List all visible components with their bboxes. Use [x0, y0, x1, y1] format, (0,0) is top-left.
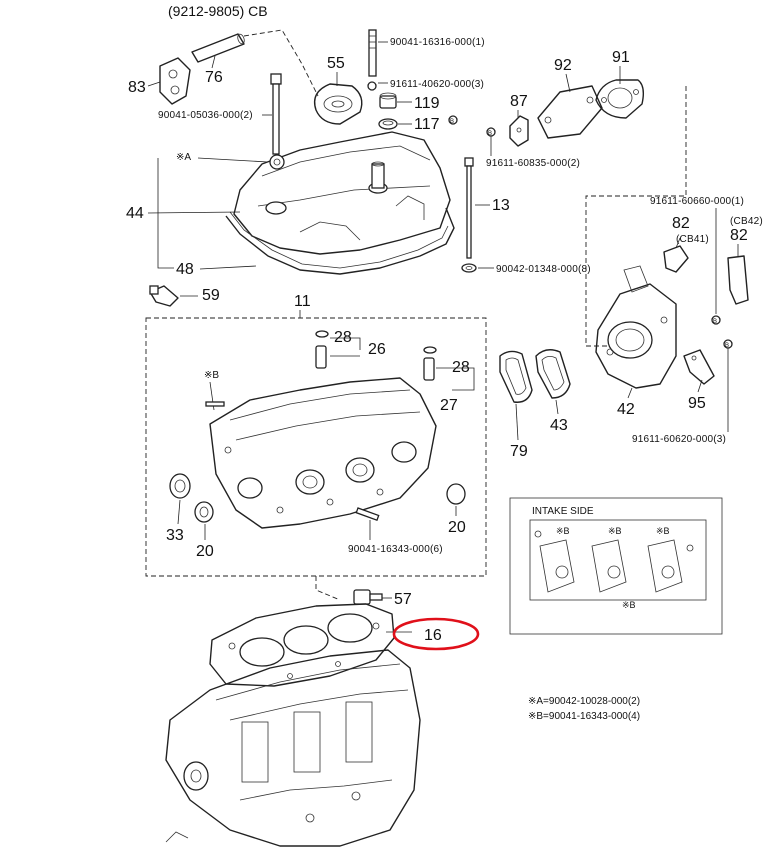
pn-91611-60620: 91611-60620-000(3) — [632, 434, 726, 445]
part-44-valve-cover[interactable] — [233, 131, 451, 255]
label-92: 92 — [554, 57, 572, 74]
diagram-header: (9212-9805) CB — [168, 3, 268, 19]
part-16-head-gasket[interactable] — [209, 603, 395, 687]
label-13: 13 — [492, 197, 510, 214]
label-91: 91 — [612, 49, 630, 66]
part-33-seal[interactable] — [169, 473, 191, 499]
highlight-ring-16 — [392, 617, 480, 651]
label-48: 48 — [176, 261, 194, 278]
circle-b-117: B — [450, 119, 454, 125]
mark-a: ※A — [176, 152, 191, 163]
part-42-throttle-body[interactable] — [595, 265, 677, 389]
part-79-gasket[interactable] — [499, 350, 533, 403]
pn-91611-60660: 91611-60660-000(1) — [650, 196, 744, 207]
part-83-clip[interactable] — [159, 57, 191, 105]
part-57-bolt[interactable] — [353, 589, 383, 605]
part-82-clip-cb41[interactable] — [663, 245, 689, 273]
inset-mark-b1: ※B — [556, 526, 570, 536]
mark-b: ※B — [204, 370, 219, 381]
part-92-gasket[interactable] — [537, 85, 603, 139]
label-28b: 28 — [452, 359, 470, 376]
label-20b: 20 — [448, 519, 466, 536]
label-119: 119 — [414, 95, 440, 112]
callout-cb41: (CB41) — [676, 234, 709, 245]
stud-90041-16316[interactable] — [368, 29, 377, 77]
circle-b-87: B — [488, 131, 492, 137]
washer-90042-01348[interactable] — [461, 263, 477, 273]
part-26-guide[interactable] — [315, 345, 327, 369]
callout-cb42: (CB42) — [730, 216, 763, 227]
pn-90041-05036: 90041-05036-000(2) — [158, 110, 253, 121]
label-57: 57 — [394, 591, 412, 608]
label-55: 55 — [327, 55, 345, 72]
inset-frame — [509, 497, 723, 635]
circle-b-42: B — [713, 319, 717, 325]
inset-mark-b3: ※B — [656, 526, 670, 536]
part-43-gasket[interactable] — [535, 349, 571, 399]
pn-90041-16316: 90041-16316-000(1) — [390, 37, 485, 48]
label-83: 83 — [128, 79, 146, 96]
label-87: 87 — [510, 93, 528, 110]
part-119-sleeve[interactable] — [379, 92, 397, 109]
inset-mark-b-bottom: ※B — [622, 600, 636, 610]
part-95-bracket[interactable] — [683, 349, 715, 385]
part-20-plug-a[interactable] — [194, 501, 214, 523]
label-76: 76 — [205, 69, 223, 86]
part-87-bracket[interactable] — [509, 115, 529, 147]
label-44: 44 — [126, 205, 144, 222]
label-26: 26 — [368, 341, 386, 358]
label-59: 59 — [202, 287, 220, 304]
part-82-clip-cb42[interactable] — [727, 255, 749, 305]
cylinder-head[interactable] — [209, 377, 437, 529]
corner-arrow — [165, 831, 189, 843]
part-20-plug-b[interactable] — [446, 483, 466, 505]
label-43: 43 — [550, 417, 568, 434]
inset-mark-b2: ※B — [608, 526, 622, 536]
label-82b: 82 — [730, 227, 748, 244]
label-33: 33 — [166, 527, 184, 544]
label-27: 27 — [440, 397, 458, 414]
label-95: 95 — [688, 395, 706, 412]
pn-90041-16343: 90041-16343-000(6) — [348, 544, 443, 555]
note-b: ※B=90041-16343-000(4) — [528, 711, 640, 722]
label-79: 79 — [510, 443, 528, 460]
part-55-cap[interactable] — [313, 83, 363, 125]
part-28-seal-a[interactable] — [315, 330, 329, 338]
inset-intake-head — [529, 519, 707, 601]
label-28a: 28 — [334, 329, 352, 346]
note-a: ※A=90042-10028-000(2) — [528, 696, 640, 707]
part-117-ring[interactable] — [378, 118, 398, 130]
pn-91611-60835: 91611-60835-000(2) — [486, 158, 580, 169]
label-117: 117 — [414, 116, 440, 133]
pn-91611-40620: 91611-40620-000(3) — [390, 79, 484, 90]
part-76-pipe[interactable] — [191, 33, 246, 63]
bolt-13[interactable] — [464, 157, 474, 259]
circle-b-95: B — [725, 343, 729, 349]
pn-90042-01348: 90042-01348-000(8) — [496, 264, 591, 275]
part-28-seal-b[interactable] — [423, 346, 437, 354]
bolt-90041-05036[interactable] — [270, 73, 282, 155]
label-42: 42 — [617, 401, 635, 418]
engine-block[interactable] — [165, 649, 421, 847]
inset-title: INTAKE SIDE — [532, 506, 594, 517]
part-59-sensor[interactable] — [149, 285, 179, 307]
label-20a: 20 — [196, 543, 214, 560]
part-27-guide[interactable] — [423, 357, 435, 381]
part-91-flange[interactable] — [595, 79, 645, 119]
part-48-gasket[interactable] — [225, 207, 455, 275]
label-11: 11 — [294, 293, 311, 310]
label-16: 16 — [424, 627, 442, 644]
label-82a: 82 — [672, 215, 690, 232]
